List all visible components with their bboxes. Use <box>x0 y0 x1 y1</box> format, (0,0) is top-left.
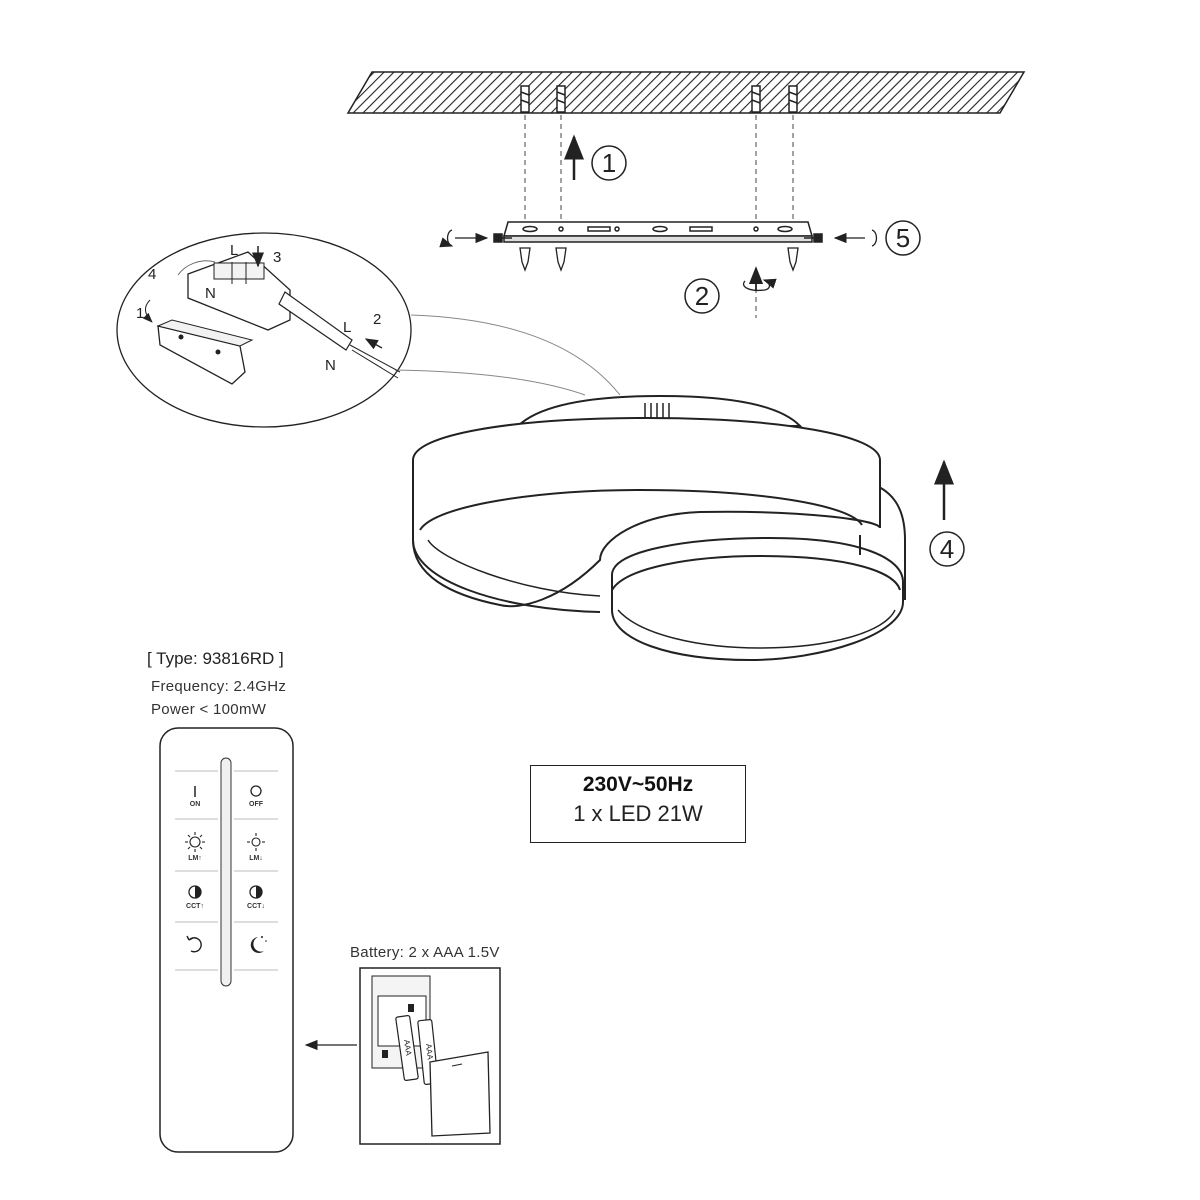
mounting-bracket <box>503 221 813 243</box>
button-label-lm-up: LM↑ <box>188 855 202 862</box>
remote-control <box>159 727 294 1153</box>
alignment-lines <box>524 115 794 318</box>
step-5-number: 5 <box>896 223 910 253</box>
button-label-cct-down: CCT↓ <box>247 903 265 910</box>
step-1-number: 1 <box>602 148 616 178</box>
step-4-number: 4 <box>940 534 954 564</box>
power-off-icon <box>250 785 262 797</box>
wiring-substep-2: 2 <box>373 311 381 328</box>
wiring-label-N-wire: N <box>325 357 336 374</box>
color-temp-up-icon <box>188 885 202 899</box>
screw-icons <box>519 247 799 290</box>
cycle-icon <box>186 935 202 953</box>
wiring-substep-4: 4 <box>148 266 156 283</box>
color-temp-down-icon <box>249 885 263 899</box>
button-label-cct-up: CCT↑ <box>186 903 204 910</box>
electrical-rating-box: 230V~50Hz 1 x LED 21W <box>530 765 746 843</box>
remote-type-label: [ Type: 93816RD ] <box>147 649 284 668</box>
wiring-substep-1: 1 <box>136 305 144 322</box>
wiring-label-L-wire: L <box>343 319 351 336</box>
wiring-label-N-top: N <box>205 285 216 302</box>
rotation-arrow-icons <box>439 229 878 292</box>
wiring-substep-3: 3 <box>273 249 281 266</box>
brightness-down-icon <box>247 833 265 851</box>
button-label-off: OFF <box>249 801 263 808</box>
night-mode-icon <box>250 936 267 953</box>
remote-power: Power < 100mW <box>151 701 267 718</box>
led-rating: 1 x LED 21W <box>573 801 703 826</box>
wiring-detail-callout <box>116 232 621 428</box>
battery-cell-marking-1: AAA <box>402 1039 413 1057</box>
ceiling <box>346 71 1026 114</box>
remote-frequency: Frequency: 2.4GHz <box>151 678 287 695</box>
voltage-rating: 230V~50Hz <box>582 773 694 796</box>
button-label-on: ON <box>189 801 201 808</box>
button-label-lm-down: LM↓ <box>249 855 263 862</box>
ceiling-lamp <box>412 394 906 662</box>
step-2-number: 2 <box>695 281 709 311</box>
brightness-up-icon <box>185 832 205 852</box>
wall-plug-icons <box>520 85 798 113</box>
battery-compartment <box>359 967 501 1145</box>
side-screw-icons <box>493 233 823 243</box>
battery-cell-marking-2: AAA <box>424 1043 435 1061</box>
battery-label: Battery: 2 x AAA 1.5V <box>350 944 500 961</box>
wiring-label-L-top: L <box>230 242 238 259</box>
